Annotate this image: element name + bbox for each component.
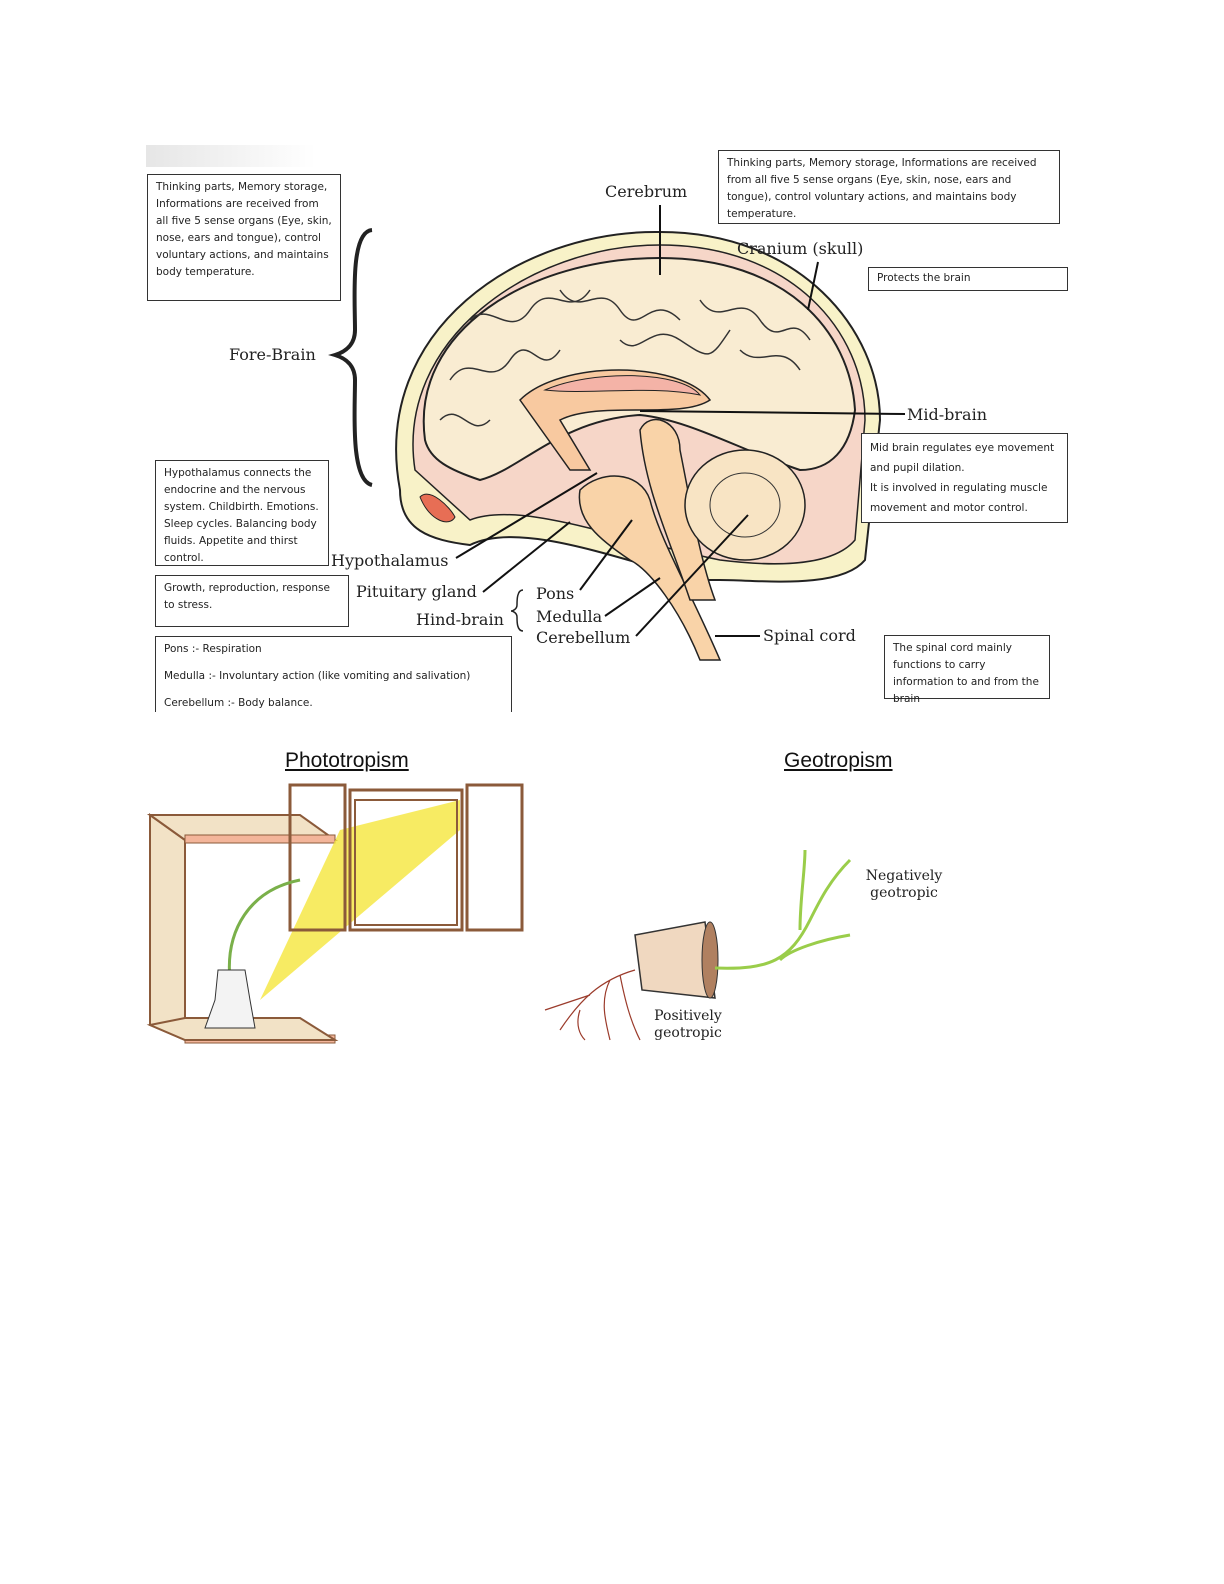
shadow-strip xyxy=(146,145,316,167)
label-pituitary: Pituitary gland xyxy=(356,582,477,601)
label-positively-geotropic: Positively geotropic xyxy=(654,1008,722,1041)
midbrain-note-2: It is involved in regulating muscle move… xyxy=(870,482,1048,514)
cerebellum-note: Cerebellum :- Body balance. xyxy=(164,697,313,709)
forebrain-note: Thinking parts, Memory storage, Informat… xyxy=(147,174,341,301)
label-spinal-cord: Spinal cord xyxy=(763,626,856,645)
label-medulla: Medulla xyxy=(536,607,603,626)
label-hypothalamus: Hypothalamus xyxy=(331,551,449,570)
medulla-note: Medulla :- Involuntary action (like vomi… xyxy=(164,670,471,682)
pituitary-note: Growth, reproduction, response to stress… xyxy=(155,575,349,627)
label-negatively-geotropic: Negatively geotropic xyxy=(865,868,943,901)
hindbrain-note: Pons :- Respiration Medulla :- Involunta… xyxy=(155,636,512,712)
cerebrum-note: Thinking parts, Memory storage, Informat… xyxy=(718,150,1060,224)
label-cerebrum: Cerebrum xyxy=(605,182,688,201)
midbrain-note: Mid brain regulates eye movement and pup… xyxy=(861,433,1068,523)
label-cranium: Cranium (skull) xyxy=(737,239,864,258)
label-fore-brain: Fore-Brain xyxy=(229,345,316,364)
label-hind-brain: Hind-brain xyxy=(416,610,504,629)
label-cerebellum: Cerebellum xyxy=(536,628,631,647)
spinal-cord-note: The spinal cord mainly functions to carr… xyxy=(884,635,1050,705)
geotropism-title: Geotropism xyxy=(784,749,893,772)
brain-illustration xyxy=(146,205,906,1044)
label-mid-brain: Mid-brain xyxy=(907,405,987,424)
label-pons: Pons xyxy=(536,584,575,603)
pons-note: Pons :- Respiration xyxy=(164,643,262,655)
phototropism-title: Phototropism xyxy=(285,749,409,772)
hypothalamus-note: Hypothalamus connects the endocrine and … xyxy=(155,460,329,566)
cranium-note: Protects the brain xyxy=(868,267,1068,291)
midbrain-note-1: Mid brain regulates eye movement and pup… xyxy=(870,442,1055,474)
